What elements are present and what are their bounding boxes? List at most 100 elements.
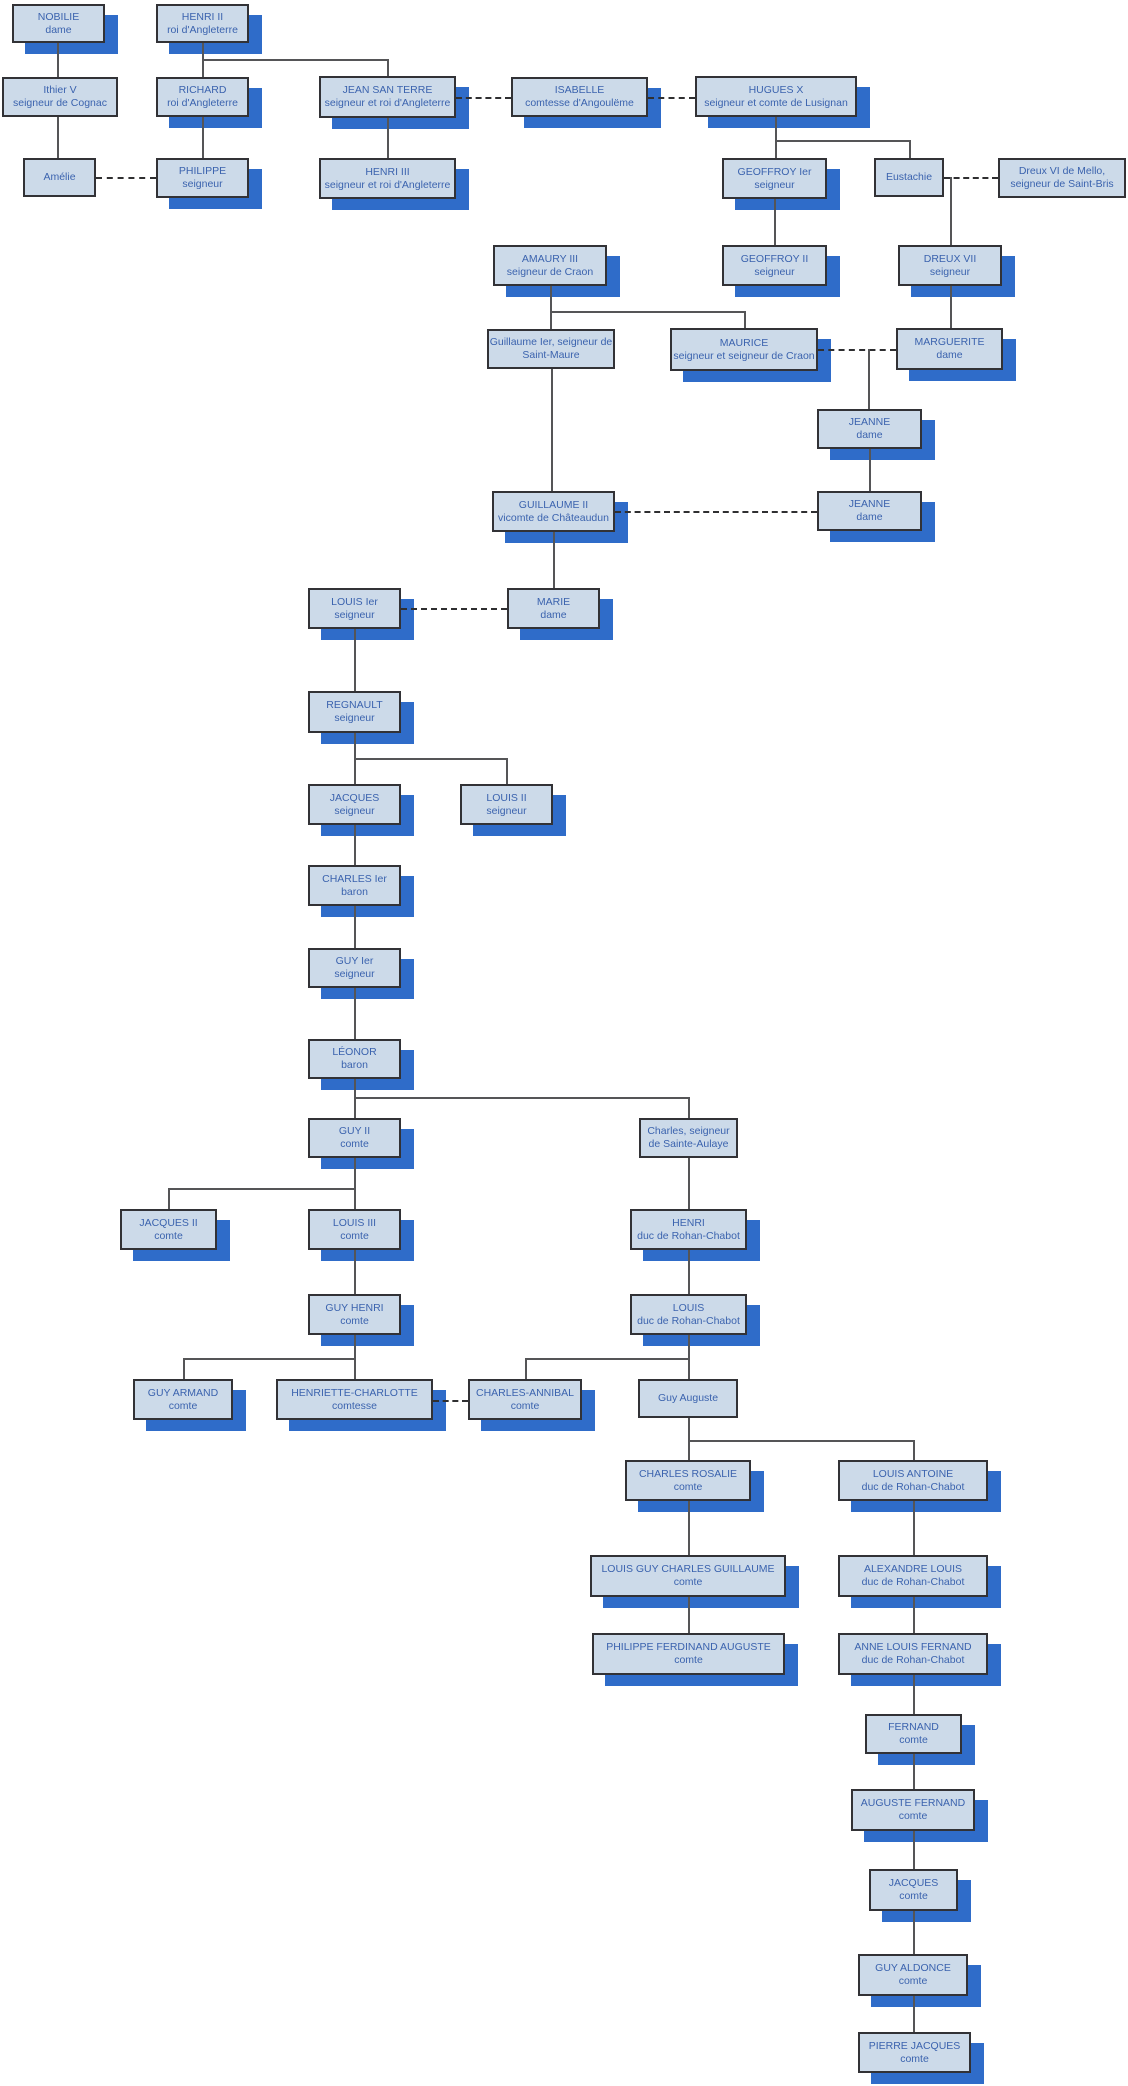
person-node-guy-auguste[interactable]: Guy Auguste xyxy=(638,1379,738,1418)
person-title: baron xyxy=(341,1059,368,1071)
connector-marriage-line xyxy=(615,511,817,513)
connector-descent-line xyxy=(525,1358,527,1379)
connector-descent-line xyxy=(688,1501,690,1555)
person-title: seigneur et comte de Lusignan xyxy=(704,96,848,109)
person-name: Charles, seigneur xyxy=(647,1125,730,1137)
person-title: seigneur xyxy=(334,968,375,980)
connector-marriage-line xyxy=(433,1400,468,1402)
person-name: GEOFFROY Ier xyxy=(737,165,812,178)
person-name: HENRI II xyxy=(181,10,224,23)
person-title: seigneur xyxy=(754,265,795,278)
person-name: LOUIS xyxy=(672,1301,705,1314)
person-name: JACQUES xyxy=(329,791,380,804)
person-title: comte xyxy=(340,1138,369,1150)
connector-descent-line xyxy=(913,1831,915,1869)
person-name: GUY HENRI xyxy=(325,1301,384,1314)
person-title: comte xyxy=(673,1576,703,1588)
person-name: ISABELLE xyxy=(554,84,605,96)
person-node-amelie[interactable]: Amélie xyxy=(23,158,96,197)
person-name: GUY II xyxy=(338,1125,371,1137)
connector-marriage-line xyxy=(401,608,507,610)
person-name: LOUIS Ier xyxy=(331,595,378,608)
person-title: baron xyxy=(341,885,368,898)
connector-descent-line xyxy=(550,311,744,313)
person-name: HUGUES X xyxy=(748,83,804,96)
connector-descent-line xyxy=(202,117,204,158)
person-title: seigneur et roi d'Angleterre xyxy=(324,97,451,109)
connector-descent-line xyxy=(950,177,952,245)
person-name: HENRI III xyxy=(365,165,410,178)
person-name: AMAURY III xyxy=(521,252,579,265)
person-title: dame xyxy=(856,429,883,441)
person-title: comte xyxy=(898,1810,928,1822)
connector-descent-line xyxy=(354,629,356,691)
person-node-eustachie[interactable]: Eustachie xyxy=(874,158,944,197)
connector-descent-line xyxy=(168,1188,354,1190)
connector-descent-line xyxy=(913,1597,915,1633)
person-title: roi d'Angleterre xyxy=(167,23,238,36)
person-title: seigneur xyxy=(486,804,527,817)
person-name: GUILLAUME II xyxy=(518,498,589,511)
person-name: Dreux VI de Mello, xyxy=(1018,165,1106,177)
person-title: seigneur de Cognac xyxy=(13,97,107,109)
connector-descent-line xyxy=(913,1675,915,1714)
person-name: Guy Auguste xyxy=(657,1392,719,1404)
person-name: LÉONOR xyxy=(332,1046,377,1058)
person-title: duc de Rohan-Chabot xyxy=(861,1576,965,1588)
person-title: seigneur xyxy=(334,712,375,724)
connector-descent-line xyxy=(913,1911,915,1954)
person-name: Ithier V xyxy=(43,84,77,96)
person-name: PHILIPPE FERDINAND AUGUSTE xyxy=(606,1641,771,1653)
person-node-dreux-vi[interactable]: Dreux VI de Mello,seigneur de Saint-Bris xyxy=(998,158,1126,198)
connector-descent-line xyxy=(354,1250,356,1294)
